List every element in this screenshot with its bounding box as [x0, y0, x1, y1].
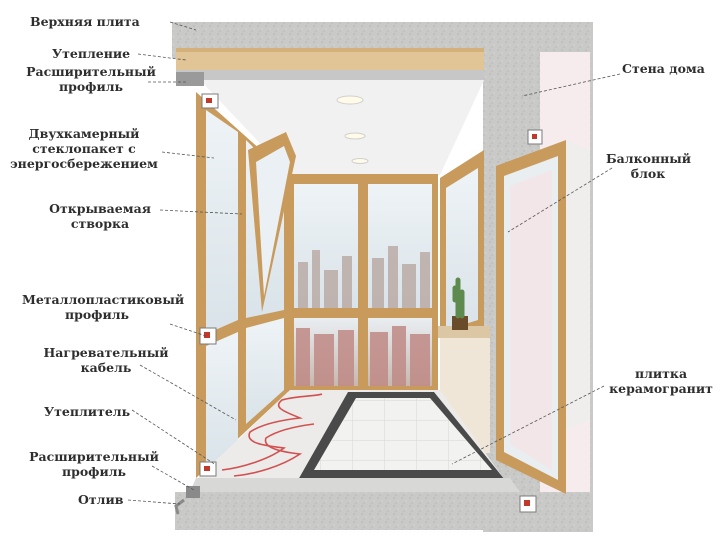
label-tile: плитка керамогранит — [609, 366, 713, 396]
ceiling-lamp — [344, 132, 366, 140]
label-metal-plastic-profile: Металлопластиковый профиль — [22, 292, 185, 322]
label-insulation-top: Утепление — [52, 46, 131, 61]
label-balcony-block: Балконный блок — [606, 151, 692, 181]
label-double-glazing: Двухкамерный стеклопакет с энергосбереже… — [10, 126, 158, 171]
expansion-profile-top — [176, 72, 204, 86]
label-opening-sash: Открываемая створка — [49, 201, 151, 231]
ceiling-lamp — [336, 95, 364, 105]
top-insulation — [176, 48, 484, 74]
label-drip: Отлив — [78, 492, 124, 507]
label-expansion-profile-top: Расширительный профиль — [26, 64, 156, 94]
drip-sill — [174, 498, 185, 515]
label-heating-cable: Нагревательный кабель — [43, 345, 169, 375]
plant-pot — [452, 316, 468, 330]
cactus — [452, 277, 465, 319]
label-insulator: Утеплитель — [44, 404, 131, 419]
label-top-slab: Верхняя плита — [30, 14, 140, 29]
window-sill — [438, 326, 490, 338]
leader-lines — [127, 21, 621, 505]
floor-tile — [314, 398, 492, 470]
room-view — [510, 170, 552, 470]
label-expansion-profile-bottom: Расширительный профиль — [29, 449, 159, 479]
ceiling-lamp — [351, 158, 369, 164]
bottom-insulation — [190, 478, 520, 492]
label-house-wall: Стена дома — [622, 61, 705, 76]
expansion-profile-bottom — [186, 486, 200, 498]
heating-cable — [221, 393, 323, 471]
